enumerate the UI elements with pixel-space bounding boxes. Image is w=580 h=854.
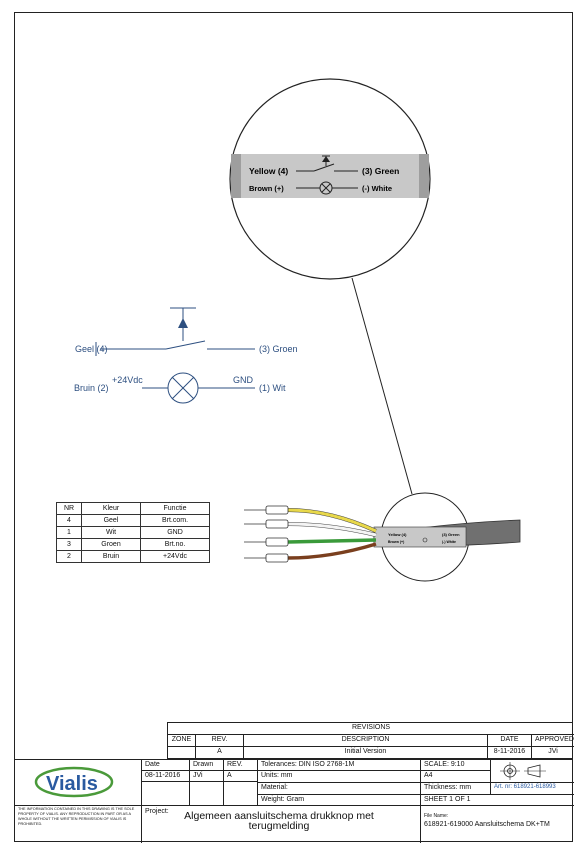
cable-assembly: Yellow (4) (3) Green Brown (+) (-) White [244,492,521,582]
rev-desc-header: DESCRIPTION [244,735,488,747]
wire-green [287,538,377,544]
label-yellow: Yellow (4) [249,166,288,176]
logo-cell: Vialis [15,760,142,806]
rev-value: A [224,771,258,782]
pushbutton-icon [322,156,330,162]
scale: SCALE: 9:10 [421,760,491,771]
thickness: Thickness: mm [421,783,491,795]
rev-header: REV. [224,760,258,771]
sheet-number: SHEET 1 OF 1 [421,795,574,806]
cell-kleur: Bruin [81,550,141,563]
rev-date: 8-11-2016 [488,747,532,760]
material: Material: [258,783,421,795]
rev-zone [168,747,196,760]
date-header: Date [142,760,190,771]
weight: Weight: Gram [258,795,421,806]
title-block: Vialis THE INFORMATION CONTAINED IN THIS… [14,759,574,843]
wire-white [287,522,377,537]
cell-nr: 2 [56,550,82,563]
cell-nr: 3 [56,538,82,551]
file-cell: File Name: 618921-619000 Aansluitschema … [421,806,574,843]
blank-cell [142,782,190,806]
col-functie: Functie [140,502,210,515]
file-label: File Name: [424,813,449,819]
vialis-logo: Vialis [34,766,114,798]
table-row: 2 Bruin +24Vdc [56,550,210,563]
rev-date-header: DATE [488,735,532,747]
cable-sleeve-magnified [231,154,429,198]
wire-table: NR Kleur Functie 4 Geel Brt.com. 1 Wit G… [56,502,210,563]
svg-text:Brown (+): Brown (+) [388,540,404,544]
company-name: Vialis [46,773,98,795]
label-brown: Brown (+) [249,184,284,193]
rev-rev-header: REV. [196,735,244,747]
third-angle-projection-icon [500,762,546,780]
blank-cell [224,782,258,806]
pushbutton-symbol-icon [178,318,188,328]
table-row: 1 Wit GND [56,526,210,539]
rev-desc: Initial Version [244,747,488,760]
cell-functie: +24Vdc [140,550,210,563]
wire-table-header: NR Kleur Functie [56,502,210,515]
svg-text:(3) Green: (3) Green [442,532,460,537]
cell-functie: Brt.no. [140,538,210,551]
disclaimer: THE INFORMATION CONTAINED IN THIS DRAWIN… [15,806,142,843]
project-cell: Project: Algemeen aansluitschema drukkno… [142,806,421,843]
table-row: 3 Groen Brt.no. [56,538,210,551]
ferrule-icon [265,505,289,515]
blank-cell [190,782,224,806]
svg-text:(-) White: (-) White [442,540,456,544]
paper-size: A4 [421,771,491,783]
schematic-bruin: Bruin (2) [74,383,109,393]
cell-nr: 1 [56,526,82,539]
revisions-block: REVISIONS ZONE REV. DESCRIPTION DATE APP… [167,722,574,760]
date-value: 08-11-2016 [142,771,190,782]
label-green: (3) Green [362,166,399,176]
svg-text:Yellow (4): Yellow (4) [388,532,407,537]
schematic-geel: Geel (4) [75,344,108,354]
rev-zone-header: ZONE [168,735,196,747]
col-kleur: Kleur [81,502,141,515]
project-label: Project: [145,808,169,815]
projection-cell [491,760,574,783]
tolerances: Tolerances: DIN ISO 2768-1M [258,760,421,771]
revisions-title: REVISIONS [168,723,574,735]
schematic-24v: +24Vdc [112,375,143,385]
article-number: Art. nr: 618921-618993 [491,783,574,795]
units: Units: mm [258,771,421,783]
cell-kleur: Geel [81,514,141,527]
wire-yellow [287,508,377,533]
cell-functie: Brt.com. [140,514,210,527]
schematic-wit: (1) Wit [259,383,286,393]
cable-sleeve [373,526,467,548]
schematic-gnd: GND [233,375,254,385]
leader-line [351,277,413,495]
schematic-groen: (3) Groen [259,344,298,354]
rev-approved-header: APPROVED [532,735,574,747]
cell-functie: GND [140,526,210,539]
table-row: 4 Geel Brt.com. [56,514,210,527]
label-white: (-) White [362,184,392,193]
rev-rev: A [196,747,244,760]
wiring-schematic [95,307,255,404]
cell-kleur: Groen [81,538,141,551]
col-nr: NR [56,502,82,515]
rev-approved: JVi [548,748,558,755]
drawn-value: JVi [190,771,224,782]
detail-magnifier: Yellow (4) (3) Green Brown (+) (-) White [229,78,431,280]
file-name: 618921-619000 Aansluitschema DK+TM [424,821,550,828]
wire-brown [287,542,377,560]
drawn-header: Drawn [190,760,224,771]
project-title: Algemeen aansluitschema drukknop met ter… [184,810,374,832]
cell-kleur: Wit [81,526,141,539]
cell-nr: 4 [56,514,82,527]
